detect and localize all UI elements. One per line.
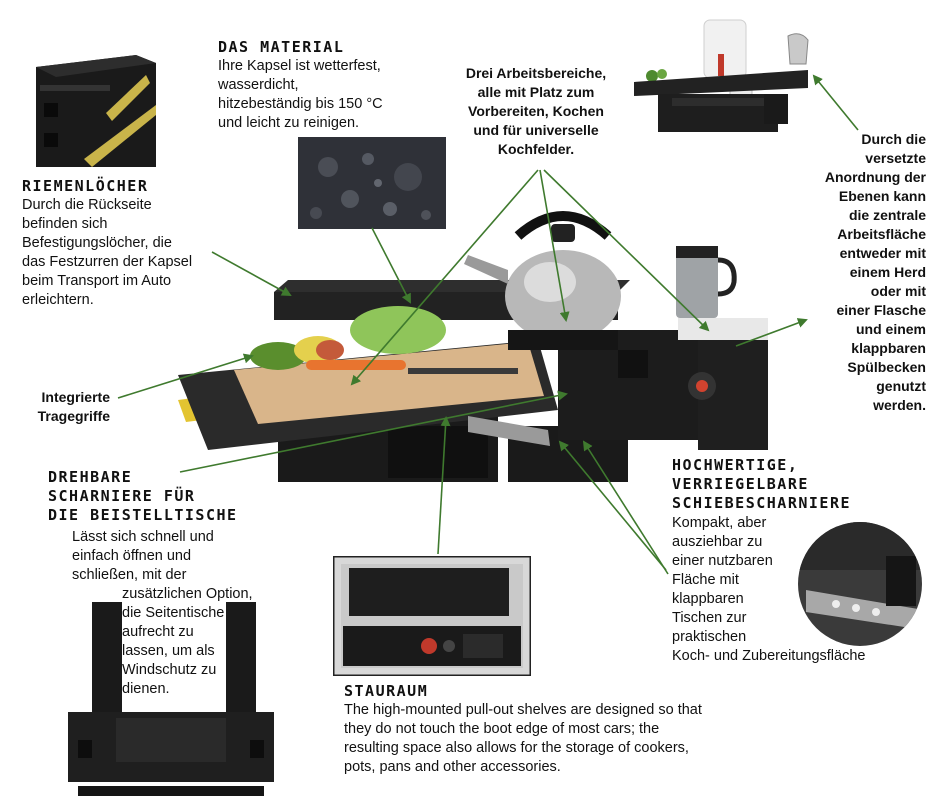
main-product-photo bbox=[178, 211, 768, 482]
arrow-schiebe-3 bbox=[735, 318, 808, 347]
arrow-riemen bbox=[211, 251, 292, 296]
slider-hinge-photo bbox=[798, 522, 922, 646]
drehbare-block: Drehbare Scharniere für die Beistelltisc… bbox=[48, 468, 288, 525]
drehbare-text-indented: zusätzlichen Option, die Seitentische au… bbox=[122, 586, 253, 697]
arrow-anordnung bbox=[812, 74, 859, 131]
hochwertige-title: Hochwertige, verriegelbare Schiebescharn… bbox=[672, 456, 852, 512]
drehbare-text: Lässt sich schnell und einfach öffnen un… bbox=[72, 529, 214, 583]
hochwertige-block: Hochwertige, verriegelbare Schiebescharn… bbox=[672, 456, 932, 513]
arrow-arbeit-3 bbox=[543, 169, 710, 332]
material-texture-photo bbox=[298, 137, 446, 229]
arrow-stauraum bbox=[437, 416, 451, 555]
arrow-tragegriffe bbox=[117, 353, 254, 399]
crate-corner-photo bbox=[36, 55, 156, 167]
stauraum-block: Stauraum The high-mounted pull-out shelv… bbox=[344, 682, 764, 777]
stauraum-title: Stauraum bbox=[344, 682, 429, 700]
material-block: Das Material Ihre Kapsel ist wetterfest,… bbox=[218, 38, 418, 133]
storage-box-photo bbox=[333, 556, 531, 676]
arrow-schiebe-1 bbox=[558, 440, 667, 571]
arrow-material bbox=[371, 227, 411, 304]
tragegriffe-block: Integrierte Tragegriffe bbox=[37, 389, 110, 424]
arrow-schiebe-2 bbox=[582, 440, 669, 575]
riemen-block: Riemenlöcher Durch die Rückseite befinde… bbox=[22, 177, 222, 310]
riemen-title: Riemenlöcher bbox=[22, 177, 149, 195]
arrow-drehbare bbox=[179, 390, 568, 473]
riemen-text: Durch die Rückseite befinden sich Befest… bbox=[22, 197, 193, 308]
top-right-product-photo bbox=[634, 19, 809, 132]
material-title: Das Material bbox=[218, 38, 345, 56]
arrow-arbeit-1 bbox=[350, 169, 539, 386]
side-table-photo bbox=[68, 602, 274, 796]
stauraum-text: The high-mounted pull-out shelves are de… bbox=[344, 702, 702, 775]
material-text: Ihre Kapsel ist wetterfest, wasserdicht,… bbox=[218, 58, 383, 131]
arbeitsbereiche-block: Drei Arbeitsbereiche, alle mit Platz zum… bbox=[465, 65, 607, 157]
drehbare-title: Drehbare Scharniere für die Beistelltisc… bbox=[48, 468, 238, 524]
anordnung-block: Durch die versetzte Anordnung der Ebenen… bbox=[824, 131, 926, 413]
hochwertige-text: Kompakt, aber ausziehbar zu einer nutzba… bbox=[672, 515, 866, 664]
arrow-arbeit-2 bbox=[539, 169, 570, 322]
